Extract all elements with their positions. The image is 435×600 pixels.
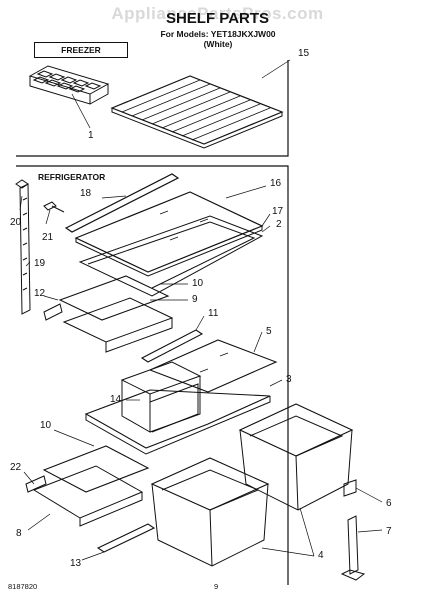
trim-strip-part <box>64 173 180 233</box>
callout-9: 9 <box>192 294 198 305</box>
meat-keeper-trim-part <box>96 523 156 553</box>
refrigerator-label: REFRIGERATOR <box>38 172 106 182</box>
callout-22: 22 <box>10 462 22 473</box>
callout-21: 21 <box>42 232 54 243</box>
callout-16: 16 <box>270 178 282 189</box>
ice-tray-part <box>28 65 110 105</box>
screw-part <box>43 201 65 213</box>
callout-17: 17 <box>272 206 284 217</box>
callout-8: 8 <box>16 528 22 539</box>
glass-shelf-part <box>74 191 264 277</box>
freezer-frame <box>16 60 289 157</box>
shelf-ladder-part <box>15 179 31 315</box>
crisper-cover-part <box>43 275 174 353</box>
crisper-bin-left-part <box>150 457 270 567</box>
callout-10-upper: 10 <box>192 278 204 289</box>
callout-3: 3 <box>286 374 292 385</box>
callout-11: 11 <box>208 308 219 319</box>
model-info: For Models: YET18JKXJW00 (White) <box>118 29 318 49</box>
callout-1: 1 <box>88 130 94 141</box>
callout-14: 14 <box>110 394 122 405</box>
callout-19: 19 <box>34 258 46 269</box>
model-number: For Models: YET18JKXJW00 <box>160 29 276 39</box>
callout-20: 20 <box>10 217 22 228</box>
meat-keeper-cover-part <box>25 445 150 527</box>
crisper-trim-part <box>140 329 204 363</box>
callout-13: 13 <box>70 558 82 569</box>
leader-lines <box>19 59 383 561</box>
crisper-drawer-part <box>120 361 202 433</box>
callout-6: 6 <box>386 498 392 509</box>
callout-5: 5 <box>266 326 272 337</box>
lower-glass-part <box>148 339 278 393</box>
callout-10-lower: 10 <box>40 420 52 431</box>
watermark: AppliancePartsPros.com <box>111 4 324 23</box>
callout-4: 4 <box>318 550 324 561</box>
crisper-frame-part <box>84 389 271 455</box>
model-color: (White) <box>203 39 233 49</box>
freezer-label: FREEZER <box>34 42 128 58</box>
callout-15: 15 <box>298 48 310 59</box>
page-title: SHELF PARTS <box>165 10 270 27</box>
callout-7: 7 <box>386 526 392 537</box>
document-number: 8187820 <box>8 582 38 591</box>
callout-12: 12 <box>34 288 46 299</box>
refrigerator-frame <box>16 165 289 585</box>
callout-18: 18 <box>80 188 92 199</box>
page-number: 9 <box>214 582 219 591</box>
callout-2: 2 <box>276 219 282 230</box>
leveling-leg-part <box>340 479 366 581</box>
crisper-bin-right-part <box>238 403 354 511</box>
freezer-wire-shelf-part <box>110 75 284 149</box>
shelf-frame-part <box>78 215 264 297</box>
